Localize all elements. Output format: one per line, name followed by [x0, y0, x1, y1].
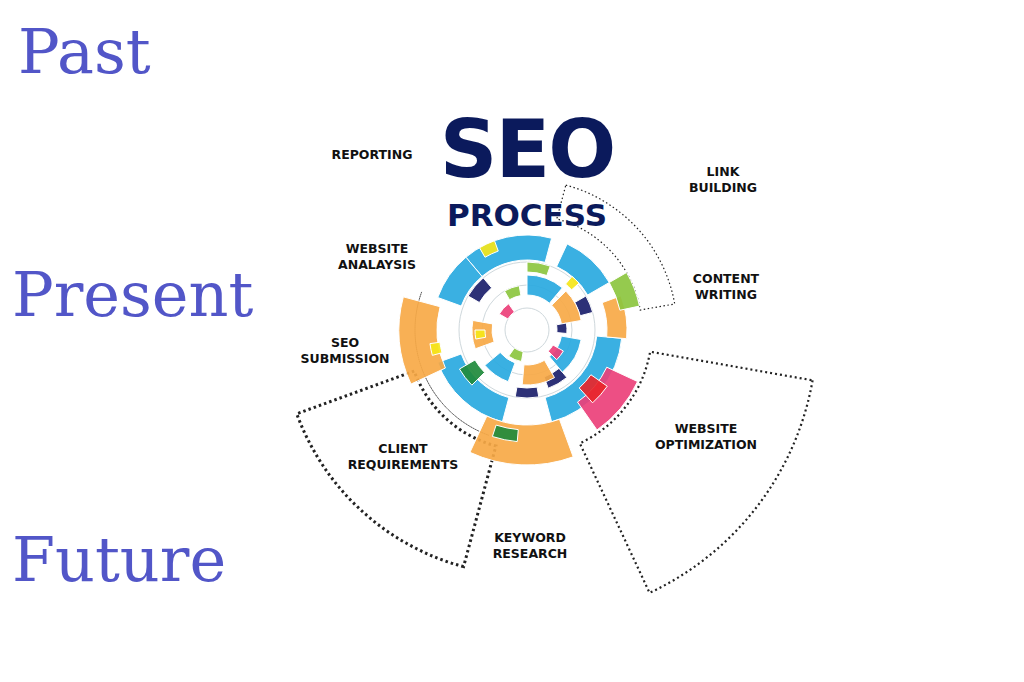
wheel-segment — [557, 244, 610, 295]
wheel-segment — [527, 262, 550, 275]
wheel-segment — [475, 330, 486, 339]
wheel-segment — [557, 323, 567, 333]
wheel-segment — [522, 360, 554, 385]
step-label: LINK BUILDING — [689, 164, 757, 195]
timeline-label: Past — [18, 18, 151, 86]
step-label: WEBSITE OPTIMIZATION — [655, 421, 757, 452]
wheel-segment — [430, 342, 442, 355]
step-label: WEBSITE ANALAYSIS — [338, 241, 416, 272]
wheel-segment — [499, 304, 514, 319]
step-label: CLIENT REQUIREMENTS — [348, 441, 459, 472]
wheel-segment — [505, 286, 521, 300]
wheel-segment — [466, 235, 552, 276]
wheel-segment — [548, 345, 563, 360]
wheel-segment — [609, 273, 639, 311]
step-label: REPORTING — [332, 147, 413, 163]
subtitle: PROCESS — [447, 198, 607, 232]
wheel-segment — [577, 367, 637, 430]
wheel-segment — [399, 297, 445, 384]
step-label: SEO SUBMISSION — [301, 335, 390, 366]
guide-ring — [459, 262, 595, 398]
wheel-segment — [552, 291, 581, 324]
timeline-label: Present — [12, 261, 253, 329]
wheel-segment — [468, 278, 492, 303]
wheel — [297, 185, 813, 593]
step-label: KEYWORD RESEARCH — [493, 530, 568, 561]
wheel-segment — [527, 275, 562, 303]
wheel-segment — [459, 360, 484, 385]
wheel-segment — [472, 320, 494, 348]
wheel-segment — [492, 425, 518, 441]
step-label: CONTENT WRITING — [693, 271, 759, 302]
diagram-title: SEO — [440, 110, 614, 190]
timeline-label: Future — [12, 526, 226, 594]
wheel-segment — [566, 276, 579, 289]
wheel-segment — [515, 387, 539, 398]
wheel-segment — [579, 375, 607, 403]
wheel-segment — [480, 241, 499, 258]
wheel-segment — [509, 348, 524, 361]
wheel-segment — [470, 416, 573, 465]
